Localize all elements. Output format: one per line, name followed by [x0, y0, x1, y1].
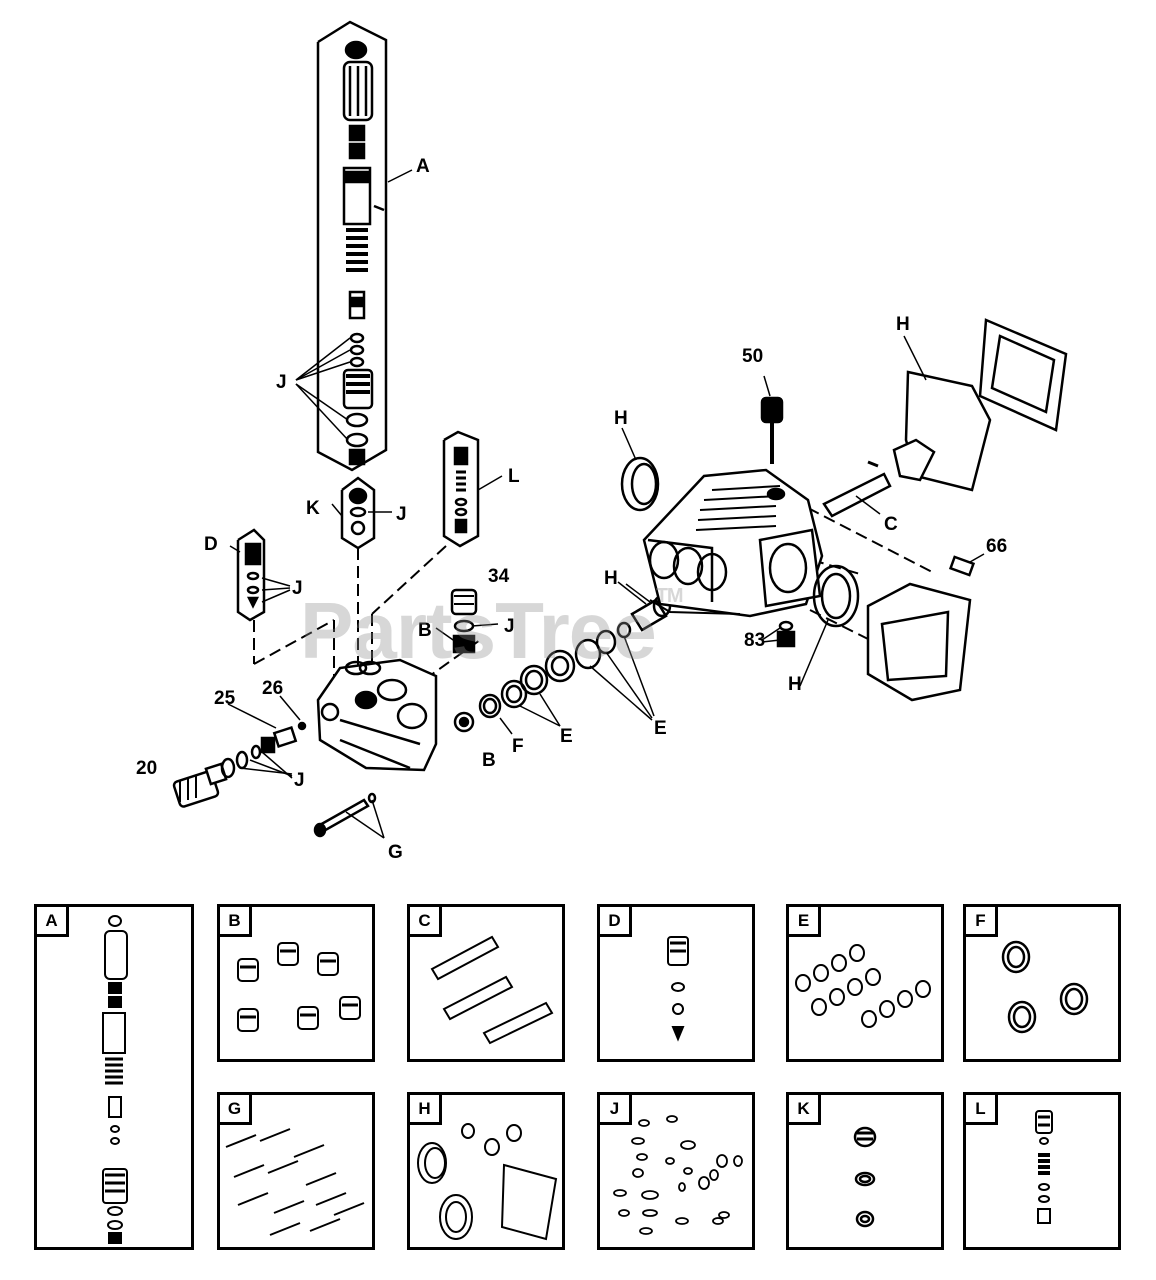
- kit-h-parts: [417, 1123, 558, 1241]
- kit-tag-d: D: [600, 907, 632, 937]
- kit-l-parts: [1035, 1110, 1053, 1224]
- unloader-valve-bracket: [316, 20, 413, 472]
- callout-34: 34: [488, 566, 510, 587]
- callout-25: 25: [214, 688, 236, 709]
- drain-plug: [761, 620, 796, 648]
- callout-83: 83: [744, 630, 765, 651]
- dipstick: [760, 375, 784, 464]
- callout-j-k: J: [396, 504, 407, 525]
- callout-k: K: [306, 498, 320, 519]
- kit-tag-a: A: [37, 907, 69, 937]
- callout-h-plunger: H: [604, 568, 618, 589]
- callout-c: C: [884, 514, 898, 535]
- kit-d-parts: [667, 936, 689, 1042]
- inlet-fittings: [172, 695, 307, 808]
- piston-seals: [478, 621, 655, 735]
- callout-l: L: [508, 466, 520, 487]
- callout-66: 66: [986, 536, 1007, 557]
- kit-tag-e: E: [789, 907, 821, 937]
- callout-a: A: [416, 156, 430, 177]
- callout-20: 20: [136, 758, 157, 779]
- kit-k-bracket: [331, 476, 392, 550]
- kit-box-j: J: [597, 1092, 755, 1250]
- callout-j-column: J: [276, 372, 287, 393]
- kit-tag-k: K: [789, 1095, 821, 1125]
- kit-box-a: A: [34, 904, 194, 1250]
- kit-box-h: H: [407, 1092, 565, 1250]
- kit-c-parts: [430, 935, 554, 1045]
- kit-l-bracket: [442, 430, 503, 548]
- kit-tag-c: C: [410, 907, 442, 937]
- rear-cover-gasket: [903, 318, 1068, 492]
- manifold-block: [316, 658, 438, 772]
- kit-k-parts: [853, 1126, 877, 1228]
- callout-j-d: J: [292, 578, 303, 599]
- exploded-pump-diagram: A J K J L D J 34 B J 25 26 20 J B F E E …: [136, 20, 1068, 863]
- callout-e-left: E: [560, 726, 573, 747]
- kit-tag-l: L: [966, 1095, 998, 1125]
- crankcase: [642, 468, 824, 618]
- manifold-bolt-g: [313, 792, 385, 839]
- kit-tag-b: B: [220, 907, 252, 937]
- kit-box-d: D: [597, 904, 755, 1062]
- kit-box-f: F: [963, 904, 1121, 1062]
- callout-j-inlet: J: [294, 770, 305, 791]
- kit-j-parts: [613, 1115, 743, 1235]
- callout-h-seal: H: [788, 674, 802, 695]
- callout-h-left: H: [614, 408, 628, 429]
- callout-j-34: J: [504, 616, 515, 637]
- kit-tag-f: F: [966, 907, 998, 937]
- kit-box-l: L: [963, 1092, 1121, 1250]
- callout-e-right: E: [654, 718, 667, 739]
- j-leader-lines: [295, 337, 351, 441]
- watermark: PartsTreeTM: [300, 585, 684, 675]
- kit-f-parts: [1001, 940, 1089, 1034]
- kit-a-parts: [102, 915, 128, 1244]
- check-valves: [435, 588, 499, 733]
- kit-b-parts: [237, 942, 361, 1032]
- callout-f: F: [512, 736, 524, 757]
- kit-box-k: K: [786, 1092, 944, 1250]
- kit-box-g: G: [217, 1092, 375, 1250]
- kit-box-c: C: [407, 904, 565, 1062]
- callout-b-lower: B: [482, 750, 496, 771]
- callout-g: G: [388, 842, 403, 863]
- bearing-flange: [866, 553, 985, 702]
- callout-h-gasket: H: [896, 314, 910, 335]
- kit-g-parts: [225, 1128, 365, 1236]
- kit-d-bracket: [229, 528, 291, 622]
- callout-50: 50: [742, 346, 763, 367]
- kit-e-parts: [795, 944, 931, 1028]
- kit-tag-g: G: [220, 1095, 252, 1125]
- kit-box-b: B: [217, 904, 375, 1062]
- crankshaft: [822, 438, 936, 518]
- kit-box-e: E: [786, 904, 944, 1062]
- callout-d: D: [204, 534, 218, 555]
- kit-tag-h: H: [410, 1095, 442, 1125]
- kit-tag-j: J: [600, 1095, 632, 1125]
- callout-b-upper: B: [418, 620, 432, 641]
- h-oil-seals: [620, 427, 860, 687]
- callout-26: 26: [262, 678, 283, 699]
